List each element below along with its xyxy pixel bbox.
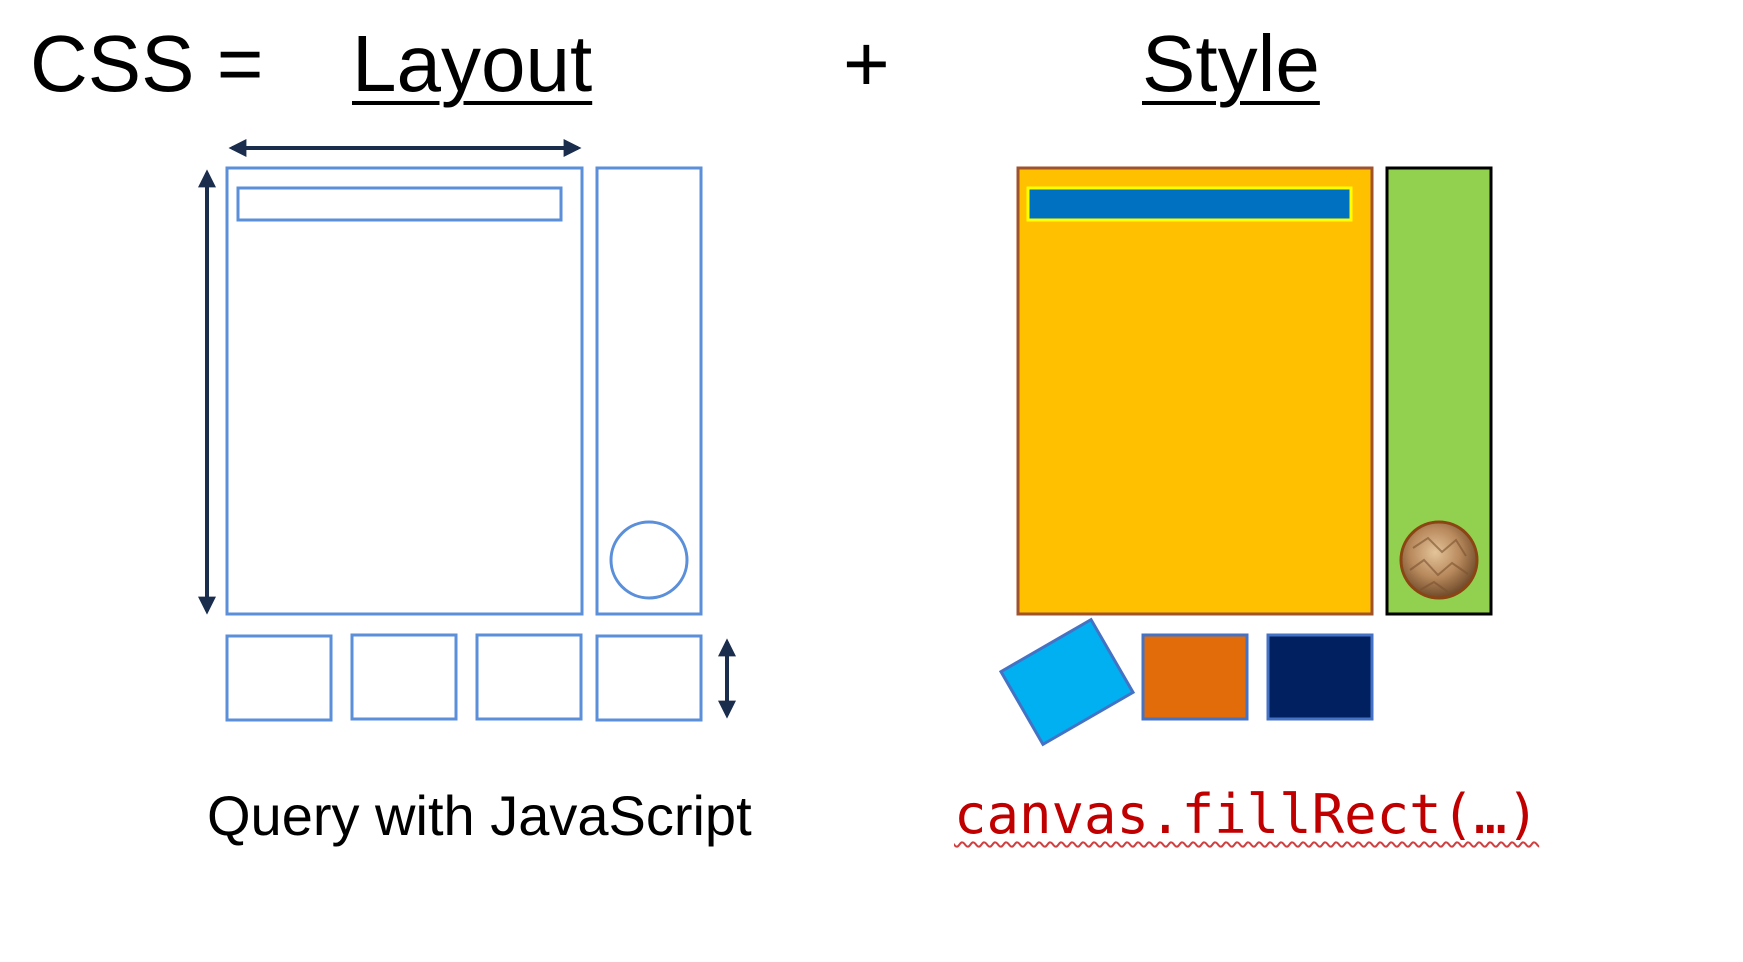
title-plus: + [843, 19, 890, 108]
layout-wireframe [198, 139, 736, 722]
style-foil-circle [1399, 520, 1479, 600]
layout-tile-4 [595, 634, 703, 722]
style-foil-texture [1409, 536, 1469, 593]
title-css-equals: CSS = [30, 19, 264, 108]
layout-sidebar-box [595, 166, 703, 616]
layout-tile-2 [350, 633, 458, 721]
layout-tile-1 [225, 634, 333, 722]
title-style: Style [1142, 19, 1320, 108]
style-main-box [1016, 166, 1374, 616]
style-header-bar [1026, 186, 1353, 222]
style-tile-navy [1266, 633, 1374, 721]
layout-tile-3 [475, 633, 583, 721]
style-painted [998, 166, 1493, 747]
layout-header-bar [236, 186, 563, 222]
caption-style-code: canvas.fillRect(…) [954, 783, 1540, 846]
style-tile-cyan [998, 617, 1136, 747]
layout-circle [609, 520, 689, 600]
layout-main-box [225, 166, 584, 616]
style-tile-orange [1141, 633, 1249, 721]
title-layout: Layout [352, 19, 593, 108]
caption-layout: Query with JavaScript [207, 784, 752, 847]
